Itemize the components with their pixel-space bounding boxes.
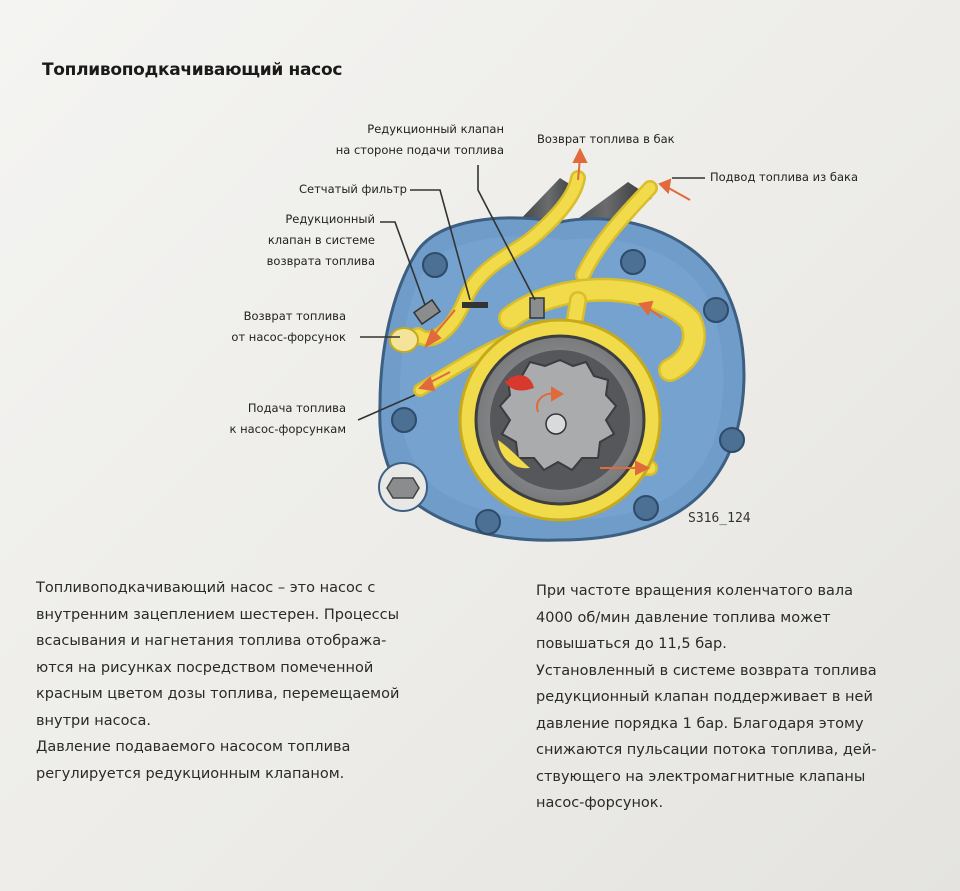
label-pressure-valve-supply: Редукционный клапан на стороне подачи то… [335, 122, 504, 157]
red-fuel-dose [505, 375, 534, 391]
flow-arrows [417, 147, 691, 476]
pressure-relief-valves [412, 297, 545, 326]
label-return-from-injectors: Возврат топлива от насос-форсунок [231, 309, 346, 344]
yellow-fuel-pocket [498, 440, 530, 469]
label-fuel-return-tank: Возврат топлива в бак [537, 132, 675, 146]
paragraph: При частоте вращения коленчатого вала 40… [536, 583, 854, 652]
leader-lines [357, 165, 705, 421]
paragraph: Топливоподкачивающий насос – это насос с… [36, 580, 400, 729]
return-port [389, 327, 419, 353]
label-mesh-filter: Сетчатый фильтр [299, 182, 407, 196]
paragraph: Давление подаваемого насосом топлива рег… [36, 739, 351, 782]
label-fuel-supply-tank: Подвод топлива из бака [710, 170, 858, 184]
figure-id: S316_124 [688, 511, 751, 526]
text-column-right: При частоте вращения коленчатого вала 40… [536, 578, 946, 817]
mounting-ear [378, 462, 428, 512]
paragraph: Установленный в системе возврата топлива… [536, 662, 877, 812]
bolt-holes [391, 249, 745, 535]
fuel-pump-diagram [357, 147, 746, 542]
label-pressure-valve-return: Редукционный клапан в системе возврата т… [266, 212, 375, 268]
page-title: Топливоподкачивающий насос [42, 60, 343, 80]
label-supply-to-injectors: Подача топлива к насос-форсункам [229, 401, 346, 436]
text-column-left: Топливоподкачивающий насос – это насос с… [36, 575, 486, 787]
